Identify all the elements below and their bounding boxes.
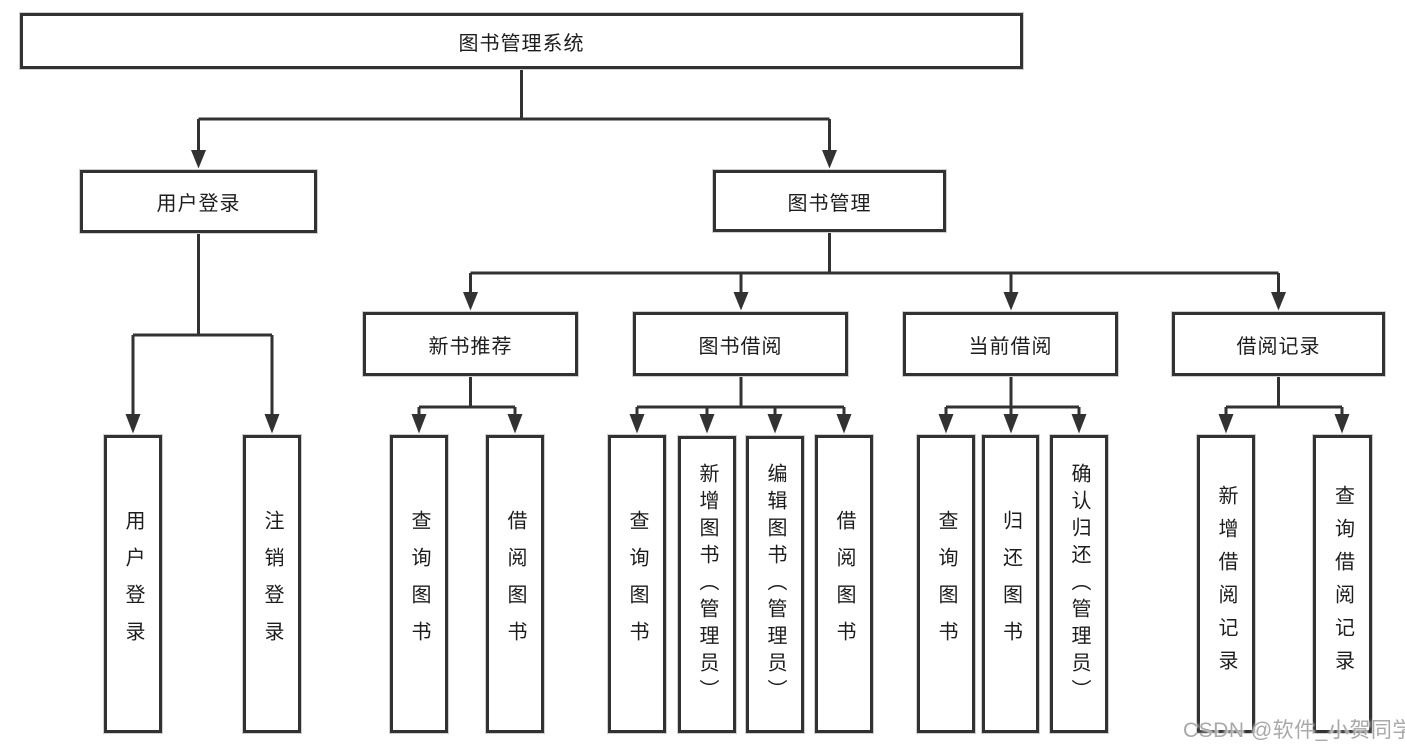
leaf-logout: 注销登录: [243, 435, 301, 733]
node-label: 用户登录: [156, 193, 241, 215]
csdn-watermark: CSDN @软件_小贺同学: [1183, 719, 1405, 742]
leaf-borrow-add-book-admin: 新增图书（管理员）: [678, 436, 736, 733]
leaf-current-query-books: 查询图书: [917, 435, 975, 733]
node-label: 新增图书（管理员）: [696, 463, 718, 706]
node-user-login: 用户登录: [80, 170, 317, 233]
node-label: 确认归还（管理员）: [1068, 462, 1090, 706]
leaf-borrow-borrow-books: 借阅图书: [815, 435, 873, 733]
leaf-borrow-query-books: 查询图书: [608, 435, 666, 733]
node-label: 图书管理系统: [458, 32, 585, 55]
node-book-borrowing: 图书借阅: [633, 312, 848, 376]
arrow-down-icons: [125, 150, 1350, 434]
leaf-records-add-record: 新增借阅记录: [1197, 435, 1255, 733]
leaf-records-query-record: 查询借阅记录: [1313, 435, 1372, 733]
node-label: 归还图书: [999, 510, 1022, 658]
node-current-borrowing: 当前借阅: [903, 312, 1118, 376]
node-library-system: 图书管理系统: [20, 13, 1023, 69]
node-label: 借阅图书: [504, 510, 526, 658]
node-label: 图书借阅: [698, 335, 783, 358]
node-label: 新书推荐: [428, 335, 513, 358]
leaf-borrow-edit-book-admin: 编辑图书（管理员）: [746, 436, 804, 733]
node-label: 编辑图书（管理员）: [764, 463, 786, 706]
node-label: 查询图书: [408, 510, 430, 658]
leaf-recommend-borrow-books: 借阅图书: [486, 435, 544, 733]
node-label: 查询图书: [626, 510, 648, 658]
node-label: 图书管理: [787, 192, 872, 215]
leaf-current-return-books: 归还图书: [982, 435, 1039, 733]
node-label: 当前借阅: [968, 335, 1053, 358]
node-book-management: 图书管理: [713, 170, 946, 232]
node-label: 借阅记录: [1236, 335, 1321, 358]
node-label: 借阅图书: [833, 510, 855, 658]
connector-strokes: [131, 68, 1344, 415]
node-label: 用户登录: [122, 510, 144, 658]
node-label: 查询借阅记录: [1331, 485, 1354, 683]
node-label: 查询图书: [935, 510, 957, 658]
node-borrowing-records: 借阅记录: [1172, 312, 1385, 376]
leaf-recommend-query-books: 查询图书: [390, 435, 448, 733]
node-label: 新增借阅记录: [1215, 485, 1237, 683]
leaf-user-login: 用户登录: [104, 435, 162, 733]
node-new-book-recommend: 新书推荐: [363, 312, 578, 376]
node-label: 注销登录: [261, 510, 283, 658]
leaf-current-confirm-return-admin: 确认归还（管理员）: [1050, 435, 1108, 733]
